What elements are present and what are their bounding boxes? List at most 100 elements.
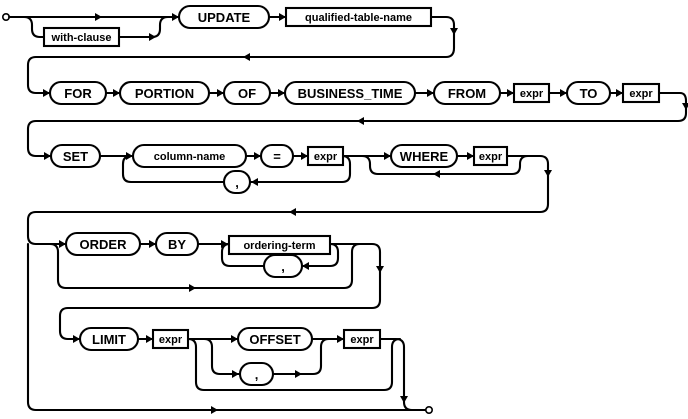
label-limit: LIMIT xyxy=(92,332,126,347)
label-comma-order: , xyxy=(281,259,285,274)
row3-main-line xyxy=(26,154,550,246)
nonterminal-expr-from: expr xyxy=(512,82,551,104)
label-set: SET xyxy=(63,149,88,164)
label-portion: PORTION xyxy=(135,86,194,101)
label-expr-from: expr xyxy=(520,88,544,100)
arrow xyxy=(243,53,250,61)
label-with-clause: with-clause xyxy=(51,32,112,44)
label-expr-set: expr xyxy=(314,151,338,163)
label-update: UPDATE xyxy=(198,10,251,25)
arrow xyxy=(149,33,156,41)
terminal-of: OF xyxy=(222,80,272,106)
nonterminal-expr-limit: expr xyxy=(151,328,190,350)
terminal-order: ORDER xyxy=(64,231,142,257)
label-expr-to: expr xyxy=(629,88,653,100)
label-order: ORDER xyxy=(80,237,128,252)
label-where: WHERE xyxy=(400,149,449,164)
arrow xyxy=(682,103,688,110)
terminal-set: SET xyxy=(49,143,102,169)
arrow xyxy=(231,335,238,343)
label-to: TO xyxy=(580,86,598,101)
label-comma-set: , xyxy=(235,175,239,190)
arrow xyxy=(289,208,296,216)
arrow xyxy=(278,89,285,97)
terminal-where: WHERE xyxy=(389,143,459,169)
label-equals: = xyxy=(273,149,281,164)
arrow xyxy=(95,13,102,21)
label-ordering-term: ordering-term xyxy=(243,240,315,252)
limit-bypass xyxy=(26,242,427,412)
end-point xyxy=(424,405,433,414)
arrow xyxy=(217,89,224,97)
arrow xyxy=(221,240,228,248)
arrow xyxy=(126,152,133,160)
arrow xyxy=(384,152,391,160)
label-column-name: column-name xyxy=(154,151,226,163)
row1-wrap xyxy=(26,15,456,95)
nonterminal-expr-where: expr xyxy=(472,145,509,167)
arrow xyxy=(149,240,156,248)
arrow xyxy=(376,266,384,273)
terminal-portion: PORTION xyxy=(118,80,211,106)
arrow xyxy=(301,152,308,160)
row-limit: LIMIT expr OFFSET expr , xyxy=(26,242,433,414)
label-for: FOR xyxy=(64,86,92,101)
arrow xyxy=(189,284,196,292)
nonterminal-expr-offset: expr xyxy=(342,328,382,350)
label-expr-offset: expr xyxy=(350,334,374,346)
terminal-by: BY xyxy=(154,231,200,257)
arrow xyxy=(507,89,514,97)
arrow xyxy=(467,152,474,160)
arrow xyxy=(616,89,623,97)
row-for-portion: FOR PORTION OF BUSINESS_TIME FROM expr T… xyxy=(26,80,688,158)
arrow xyxy=(43,89,50,97)
terminal-business-time: BUSINESS_TIME xyxy=(283,80,417,106)
arrow xyxy=(427,89,434,97)
offset-branch xyxy=(186,337,402,392)
row-order-by: ORDER BY ordering-term , xyxy=(34,231,384,343)
terminal-comma-order: , xyxy=(262,253,304,279)
nonterminal-with-clause: with-clause xyxy=(42,26,121,48)
label-by: BY xyxy=(168,237,186,252)
arrow xyxy=(302,262,309,270)
arrow xyxy=(172,13,179,21)
where-bypass xyxy=(360,154,530,176)
label-qualified-table-name: qualified-table-name xyxy=(305,12,412,24)
arrow xyxy=(254,152,261,160)
arrow xyxy=(73,335,80,343)
arrow xyxy=(337,335,344,343)
arrow xyxy=(211,406,218,414)
arrow xyxy=(59,240,66,248)
arrow xyxy=(113,89,120,97)
nonterminal-qualified-table-name: qualified-table-name xyxy=(284,6,433,28)
arrow xyxy=(544,170,552,177)
terminal-to: TO xyxy=(565,80,612,106)
row-update: with-clause UPDATE qualified-table-name xyxy=(1,4,458,95)
label-expr-where: expr xyxy=(479,151,503,163)
offset-comma-branch xyxy=(202,337,331,376)
arrow xyxy=(357,117,364,125)
terminal-for: FOR xyxy=(48,80,108,106)
terminal-comma-limit: , xyxy=(238,361,275,387)
arrow xyxy=(146,335,153,343)
terminal-from: FROM xyxy=(432,80,502,106)
label-expr-limit: expr xyxy=(159,334,183,346)
arrow xyxy=(295,370,302,378)
arrow xyxy=(44,152,51,160)
nonterminal-ordering-term: ordering-term xyxy=(227,234,332,256)
arrow xyxy=(450,28,458,35)
arrow xyxy=(560,89,567,97)
terminal-update: UPDATE xyxy=(177,4,271,30)
label-business-time: BUSINESS_TIME xyxy=(298,86,403,101)
terminal-limit: LIMIT xyxy=(78,326,140,352)
label-offset: OFFSET xyxy=(249,332,300,347)
terminal-comma-set: , xyxy=(222,169,252,195)
label-of: OF xyxy=(238,86,256,101)
arrow xyxy=(232,370,239,378)
nonterminal-expr-to: expr xyxy=(621,82,661,104)
label-comma-limit: , xyxy=(255,367,259,382)
arrow xyxy=(251,178,258,186)
terminal-offset: OFFSET xyxy=(236,326,314,352)
label-from: FROM xyxy=(448,86,486,101)
